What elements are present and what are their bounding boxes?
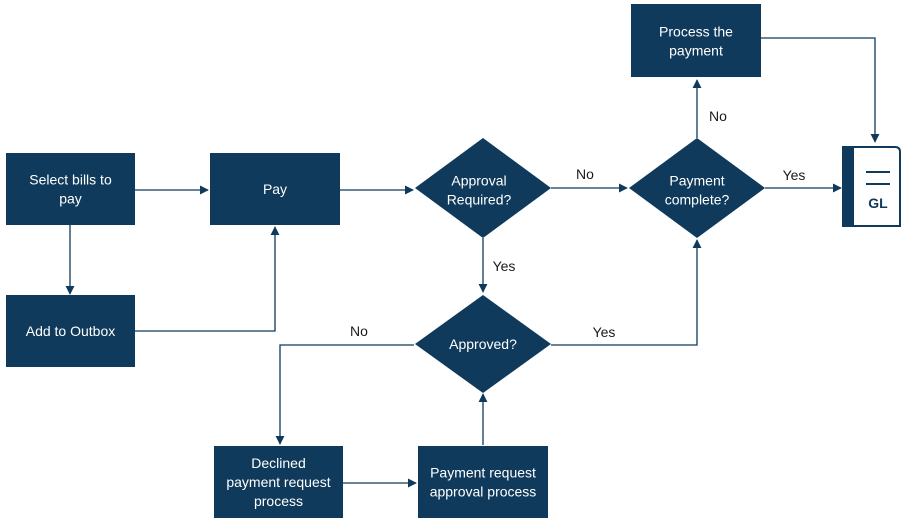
node-add-outbox: Add to Outbox — [6, 295, 135, 367]
node-add-outbox-text: Add to Outbox — [26, 323, 116, 339]
node-text-line: payment — [669, 43, 723, 59]
node-approved-text: Approved? — [449, 336, 517, 352]
node-select-bills-text: Select bills to pay — [29, 172, 112, 207]
node-text-line: pay — [59, 191, 82, 207]
node-approval-process: Payment request approval process — [418, 446, 548, 518]
edge-outbox-to-pay — [135, 226, 280, 332]
gl-label: GL — [868, 195, 888, 211]
gl-ledger-icon: GL — [842, 146, 901, 227]
label-payment-complete-no: No — [709, 108, 727, 124]
node-text-line: payment request — [226, 474, 330, 490]
label-approved-no: No — [350, 323, 368, 339]
edge-approved-to-declined — [275, 344, 414, 445]
edges — [65, 37, 880, 488]
node-process-payment: Process the payment — [631, 4, 761, 77]
node-text-line: Payment — [669, 173, 724, 189]
node-text-line: Pay — [263, 181, 287, 197]
node-text-line: Required? — [447, 192, 512, 208]
node-text-line: process — [254, 493, 303, 509]
label-approved-yes: Yes — [593, 324, 616, 340]
node-approved: Approved? — [415, 295, 551, 393]
edge-approved-to-payment-complete — [551, 239, 702, 346]
label-approval-required-no: No — [576, 166, 594, 182]
node-text-line: complete? — [665, 192, 730, 208]
node-payment-complete: Payment complete? — [629, 138, 765, 238]
node-declined-text: Declined payment request process — [226, 455, 330, 509]
label-payment-complete-yes: Yes — [783, 167, 806, 183]
node-text-line: Payment request — [430, 465, 536, 481]
node-pay-text: Pay — [263, 181, 287, 197]
node-text-line: Process the — [659, 24, 733, 40]
edge-process-to-gl — [761, 37, 880, 143]
node-text-line: Approval — [451, 173, 506, 189]
node-payment-complete-text: Payment complete? — [665, 173, 730, 208]
node-approval-process-text: Payment request approval process — [430, 465, 537, 500]
node-text-line: Approved? — [449, 336, 517, 352]
node-text-line: approval process — [430, 484, 537, 500]
node-text-line: Declined — [251, 455, 305, 471]
node-declined: Declined payment request process — [214, 446, 343, 518]
edge-labels: No Yes No Yes No Yes — [350, 108, 805, 340]
node-text-line: Add to Outbox — [26, 323, 116, 339]
label-approval-required-yes: Yes — [493, 258, 516, 274]
node-text-line: Select bills to — [29, 172, 112, 188]
node-select-bills: Select bills to pay — [6, 153, 135, 225]
node-pay: Pay — [210, 153, 340, 225]
node-process-payment-text: Process the payment — [659, 24, 733, 59]
